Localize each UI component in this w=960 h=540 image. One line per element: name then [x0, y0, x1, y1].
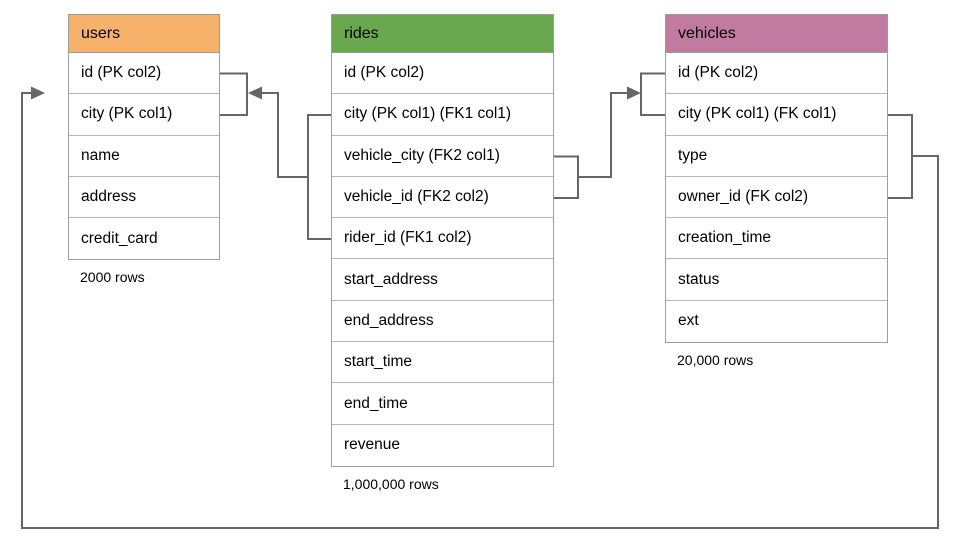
column-label: name	[81, 146, 120, 164]
column-label: city (PK col1) (FK1 col1)	[344, 105, 512, 123]
table-users-title: users	[81, 24, 121, 42]
arrowhead-into-users-from-rides	[248, 86, 262, 100]
table-row: owner_id (FK col2)	[666, 176, 887, 219]
table-row: end_time	[332, 383, 553, 425]
table-users-rowcount: 2000 rows	[80, 269, 145, 286]
table-row: id (PK col2)	[69, 53, 219, 95]
column-label: owner_id (FK col2)	[678, 188, 809, 206]
table-users-header: users	[68, 14, 220, 53]
table-row: type	[666, 135, 887, 177]
column-label: id (PK col2)	[678, 64, 759, 82]
table-row: city (PK col1)	[69, 94, 219, 136]
table-vehicles-title: vehicles	[678, 24, 736, 42]
table-row: address	[69, 176, 219, 219]
column-label: vehicle_city (FK2 col1)	[344, 146, 500, 164]
column-label: start_time	[344, 353, 413, 371]
column-label: vehicle_id (FK2 col2)	[344, 188, 489, 206]
rides-to-vehicles-line	[578, 92, 627, 178]
column-label: credit_card	[81, 229, 158, 247]
column-label: revenue	[344, 436, 401, 454]
column-label: id (PK col2)	[344, 64, 425, 82]
rides-fk1-bracket	[307, 114, 331, 240]
column-label: city (PK col1) (FK col1)	[678, 105, 837, 123]
vehicles-fk-bracket	[888, 114, 913, 199]
table-row: start_address	[332, 259, 553, 301]
vehicles-to-users-line	[21, 92, 939, 529]
table-row: id (PK col2)	[332, 53, 553, 95]
table-vehicles-body: id (PK col2) city (PK col1) (FK col1) ty…	[665, 53, 888, 344]
column-label: ext	[678, 312, 699, 330]
table-vehicles: vehicles id (PK col2) city (PK col1) (FK…	[665, 14, 888, 368]
column-label: status	[678, 270, 720, 288]
table-users-body: id (PK col2) city (PK col1) name address…	[68, 53, 220, 261]
table-row: end_address	[332, 300, 553, 343]
table-row: id (PK col2)	[666, 53, 887, 95]
table-rides: rides id (PK col2) city (PK col1) (FK1 c…	[331, 14, 554, 492]
table-row: creation_time	[666, 218, 887, 260]
column-label: end_time	[344, 394, 408, 412]
table-row: credit_card	[69, 218, 219, 260]
column-label: rider_id (FK1 col2)	[344, 229, 472, 247]
column-label: creation_time	[678, 229, 772, 247]
vehicles-left-bracket	[640, 72, 665, 116]
table-rides-title: rides	[344, 24, 379, 42]
table-rides-header: rides	[331, 14, 554, 53]
column-label: type	[678, 146, 708, 164]
table-row: vehicle_city (FK2 col1)	[332, 135, 553, 177]
column-label: end_address	[344, 311, 434, 329]
users-right-bracket	[220, 72, 248, 116]
table-row: name	[69, 135, 219, 177]
column-label: start_address	[344, 270, 438, 288]
rides-fk2-bracket	[554, 155, 579, 199]
table-row: ext	[666, 300, 887, 343]
table-row: city (PK col1) (FK col1)	[666, 94, 887, 136]
table-row: start_time	[332, 342, 553, 384]
table-row: status	[666, 259, 887, 301]
table-vehicles-rowcount: 20,000 rows	[677, 352, 754, 369]
column-label: id (PK col2)	[81, 64, 162, 82]
column-label: address	[81, 188, 137, 206]
table-row: revenue	[332, 424, 553, 466]
table-rides-body: id (PK col2) city (PK col1) (FK1 col1) v…	[331, 53, 554, 467]
table-row: vehicle_id (FK2 col2)	[332, 176, 553, 219]
table-row: city (PK col1) (FK1 col1)	[332, 94, 553, 136]
table-vehicles-header: vehicles	[665, 14, 888, 53]
rides-to-users-line	[262, 92, 308, 178]
table-rides-rowcount: 1,000,000 rows	[343, 475, 439, 492]
column-label: city (PK col1)	[81, 105, 173, 123]
arrowhead-into-vehicles-from-rides	[627, 86, 641, 100]
table-row: rider_id (FK1 col2)	[332, 218, 553, 260]
table-users: users id (PK col2) city (PK col1) name a…	[68, 14, 220, 285]
arrowhead-into-users-from-vehicles	[31, 86, 45, 100]
